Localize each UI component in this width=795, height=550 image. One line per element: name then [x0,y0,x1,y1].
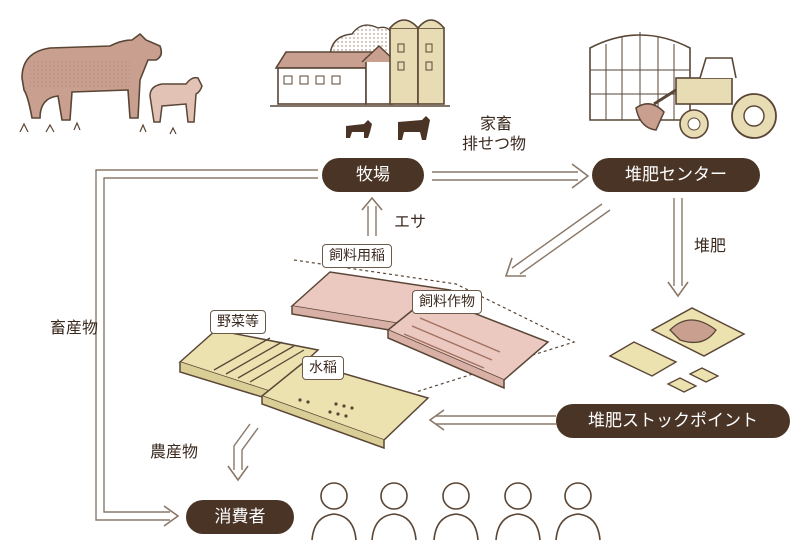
label-manure-2: 排せつ物 [462,134,527,153]
tag-feed-rice: 飼料用稲 [322,244,392,268]
arrow-to-fields [511,203,603,269]
calf-icon [149,76,203,123]
silo-2 [417,27,445,105]
node-consumer: 消費者 [186,500,294,534]
node-compost-stock: 堆肥ストックポイント [556,404,790,438]
person-icon [371,482,417,541]
farm-illustration [270,19,450,140]
label-compost: 堆肥 [694,236,727,255]
flow-lines [95,163,689,527]
tag-paddy-rice: 水稲 [302,356,344,380]
compost-center-illustration [589,32,777,139]
node-farm: 牧場 [322,158,424,192]
label-agri-products: 農産物 [150,442,199,461]
label-feed: エサ [394,212,427,231]
cows-illustration [19,32,203,135]
node-compost-center: 堆肥センター [592,158,760,192]
fields-illustration [178,259,576,450]
person-icon [495,482,541,541]
barn-building [277,67,367,105]
cow-pattern [30,60,130,88]
tag-feed-crops: 飼料作物 [412,290,482,314]
person-icon [311,482,357,541]
consumers-illustration [311,482,601,541]
farm-house [365,57,393,105]
small-cow-icon-2 [398,116,430,140]
tractor-icon [635,57,777,139]
person-icon [555,482,601,541]
arrow-agri-products [233,423,251,470]
tag-vegetables: 野菜等 [210,310,266,334]
label-manure-1: 家畜 [480,114,513,133]
person-icon [433,482,479,541]
label-livestock-products: 畜産物 [50,318,99,337]
compost-stock-illustration [608,307,746,393]
small-cow-icon [346,120,372,138]
arrow-livestock-products [95,169,318,521]
